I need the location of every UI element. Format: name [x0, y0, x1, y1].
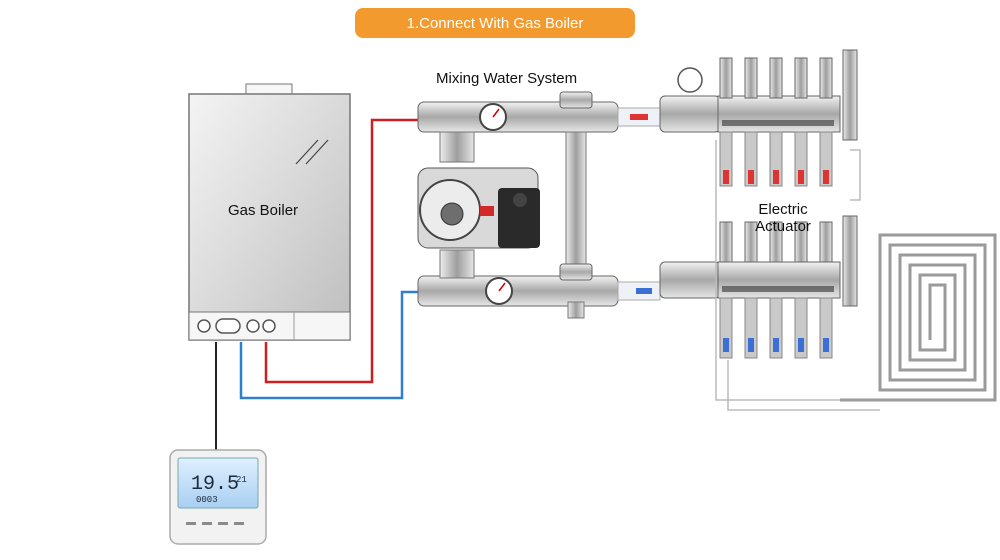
- title-banner: 1.Connect With Gas Boiler: [355, 8, 635, 38]
- room-thermostat: 19.5 21 0003: [169, 449, 267, 545]
- thermostat-button[interactable]: [218, 522, 228, 525]
- electric-actuator-label-line2: Actuator: [755, 218, 811, 235]
- supply-pipe: [264, 118, 420, 384]
- electric-actuator-label: Electric Actuator: [748, 201, 818, 235]
- thermostat-button[interactable]: [186, 522, 196, 525]
- pump-knob-icon: [440, 202, 464, 226]
- electric-actuator-label-line1: Electric: [758, 201, 808, 218]
- dial-icon: [262, 319, 276, 333]
- thermostat-time: 0003: [196, 495, 218, 505]
- dial-icon: [197, 319, 211, 333]
- mixing-water-system: [417, 91, 661, 319]
- return-pipe: [239, 290, 420, 400]
- pump-motor-box: [498, 188, 540, 248]
- dial-icon: [246, 319, 260, 333]
- thermometer-gauge-icon: [677, 67, 703, 93]
- manifold: [659, 49, 880, 411]
- thermostat-button[interactable]: [202, 522, 212, 525]
- floor-heating-coil: [840, 233, 997, 402]
- display-icon: [215, 318, 241, 334]
- gas-boiler-label: Gas Boiler: [228, 202, 299, 219]
- mixing-water-system-label: Mixing Water System: [436, 70, 578, 87]
- thermostat-temperature: 19.5: [191, 473, 239, 496]
- thermostat-screen: [177, 457, 259, 509]
- thermostat-set-temp: 21: [236, 475, 247, 485]
- thermostat-button[interactable]: [234, 522, 244, 525]
- gas-boiler: [188, 83, 351, 341]
